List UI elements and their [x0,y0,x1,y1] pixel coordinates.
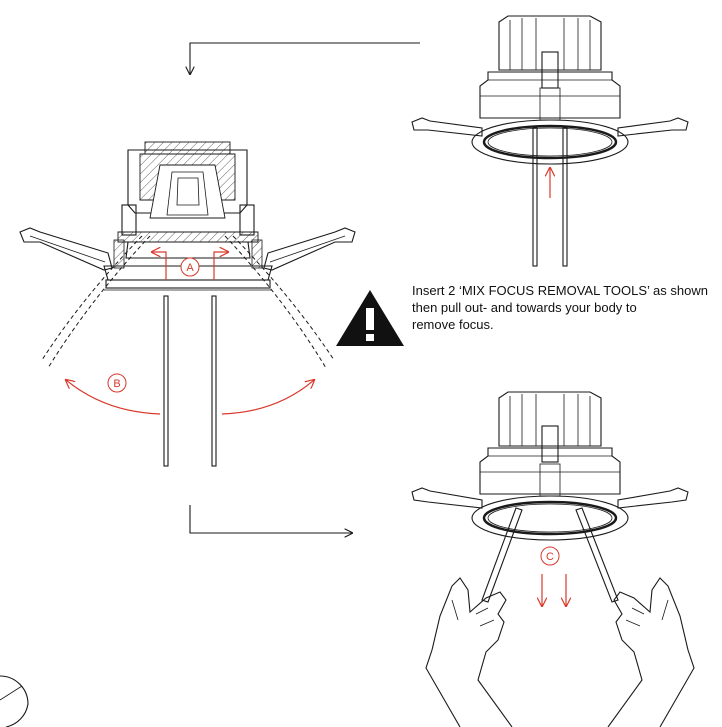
fixture-bottom-right [411,391,689,603]
right-hand-illustration [607,577,695,727]
warning-line-3: remove focus. [412,317,494,332]
step-b-arrows: B [66,373,314,415]
warning-line-2: then pull out- and towards your body to [412,300,637,315]
fixture-top-right [411,15,689,267]
step-c-arrows: C [541,546,566,606]
flow-arrow-bottom [189,505,352,533]
warning-instructions: Insert 2 ‘MIX FOCUS REMOVAL TOOLS’ as sh… [412,282,722,333]
step-label-c: C [546,551,554,563]
left-hand-illustration [425,577,513,727]
step-a-arrows: A [152,252,228,280]
removal-tools-left [163,295,217,467]
flow-arrow-top [190,42,420,74]
warning-line-1: Insert 2 ‘MIX FOCUS REMOVAL TOOLS’ as sh… [412,283,708,298]
clip-swing-path [41,235,335,369]
corner-circle-icon [0,675,29,727]
step-label-a: A [186,262,194,274]
warning-triangle-icon [336,290,404,346]
step-label-b: B [113,378,120,390]
